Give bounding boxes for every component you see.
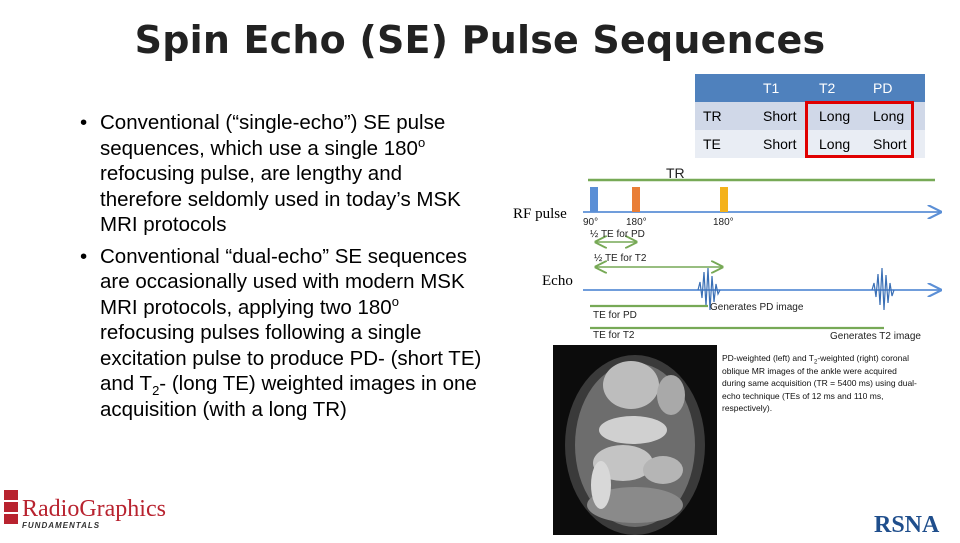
rf-pulse-label: RF pulse (513, 206, 567, 222)
bullet-text: refocusing pulses following a single exc… (100, 321, 482, 395)
rsna-logo-graphic: RSNA (874, 512, 940, 538)
mri-ankle-image (553, 345, 717, 535)
table-row: TE Short Long Short (695, 130, 925, 158)
bullet-item: • Conventional (“single-echo”) SE pulse s… (78, 110, 488, 238)
table-cell: Long (811, 130, 865, 158)
table-cell: TE (695, 130, 755, 158)
generates-t2-label: Generates T2 image (830, 331, 921, 342)
table-cell: Long (865, 102, 925, 130)
page-title: Spin Echo (SE) Pulse Sequences (134, 18, 826, 62)
tr-te-table: T1 T2 PD TR Short Long Long TE Short Lon… (695, 74, 925, 158)
table-header-row: T1 T2 PD (695, 74, 925, 102)
rsna-logo: RSNA (872, 508, 957, 538)
radiographics-logo: RadioGraphics FUNDAMENTALS (0, 488, 200, 532)
mri-image-graphic (553, 345, 717, 535)
logo-wordmark: RadioGraphics (22, 496, 166, 522)
rsna-wordmark: RSNA (874, 512, 940, 538)
subscript: 2 (152, 383, 160, 399)
bullet-item: • Conventional “dual-echo” SE sequences a… (78, 244, 488, 423)
half-te-t2-label: ½ TE for T2 (594, 253, 647, 264)
bullet-text: Conventional “dual-echo” SE sequences ar… (100, 244, 467, 319)
echo-t2 (871, 267, 895, 311)
table-cell: Short (755, 102, 811, 130)
table-cell: TR (695, 102, 755, 130)
radiographics-logo-graphic: RadioGraphics FUNDAMENTALS (4, 490, 166, 530)
half-te-pd-label: ½ TE for PD (590, 229, 645, 240)
echo-label: Echo (542, 273, 573, 289)
echo-pd (697, 267, 721, 311)
generates-pd-label: Generates PD image (710, 302, 804, 313)
table-cell (695, 74, 755, 102)
pulse-180a (632, 187, 640, 212)
tr-label: TR (666, 165, 685, 181)
bullet-text: refocusing pulse, are lengthy and theref… (100, 162, 461, 236)
table-cell: Short (755, 130, 811, 158)
pulse-90-label: 90° (583, 217, 599, 228)
caption-subscript: 2 (813, 359, 818, 366)
logo-subtitle: FUNDAMENTALS (22, 521, 100, 530)
superscript: o (391, 293, 399, 309)
bullet-text: - (long TE) weighted images in one acqui… (100, 372, 477, 421)
table-cell: PD (865, 74, 925, 102)
superscript: o (417, 134, 426, 150)
bullet-dot: • (80, 244, 88, 268)
caption-text: -weighted (right) coronal oblique MR ima… (722, 353, 917, 413)
table-cell: T1 (755, 74, 811, 102)
te-pd-label: TE for PD (593, 310, 637, 321)
table-cell: Long (811, 102, 865, 130)
bullet-dot: • (80, 111, 88, 134)
table-cell: T2 (811, 74, 865, 102)
bullet-list: • Conventional (“single-echo”) SE pulse s… (78, 110, 488, 428)
highlight-box (805, 101, 914, 158)
image-caption: PD-weighted (left) and T2-weighted (righ… (722, 352, 922, 415)
caption-text: PD-weighted (left) and T (722, 353, 814, 363)
pulse-180a-label: 180° (626, 217, 647, 228)
bullet-text: Conventional (“single-echo”) SE pulse se… (100, 111, 446, 160)
te-t2-label: TE for T2 (593, 330, 635, 341)
pulse-180b-label: 180° (713, 217, 734, 228)
pulse-180b (720, 187, 728, 212)
table-row: TR Short Long Long (695, 102, 925, 130)
table-cell: Short (865, 130, 925, 158)
pulse-90 (590, 187, 598, 212)
